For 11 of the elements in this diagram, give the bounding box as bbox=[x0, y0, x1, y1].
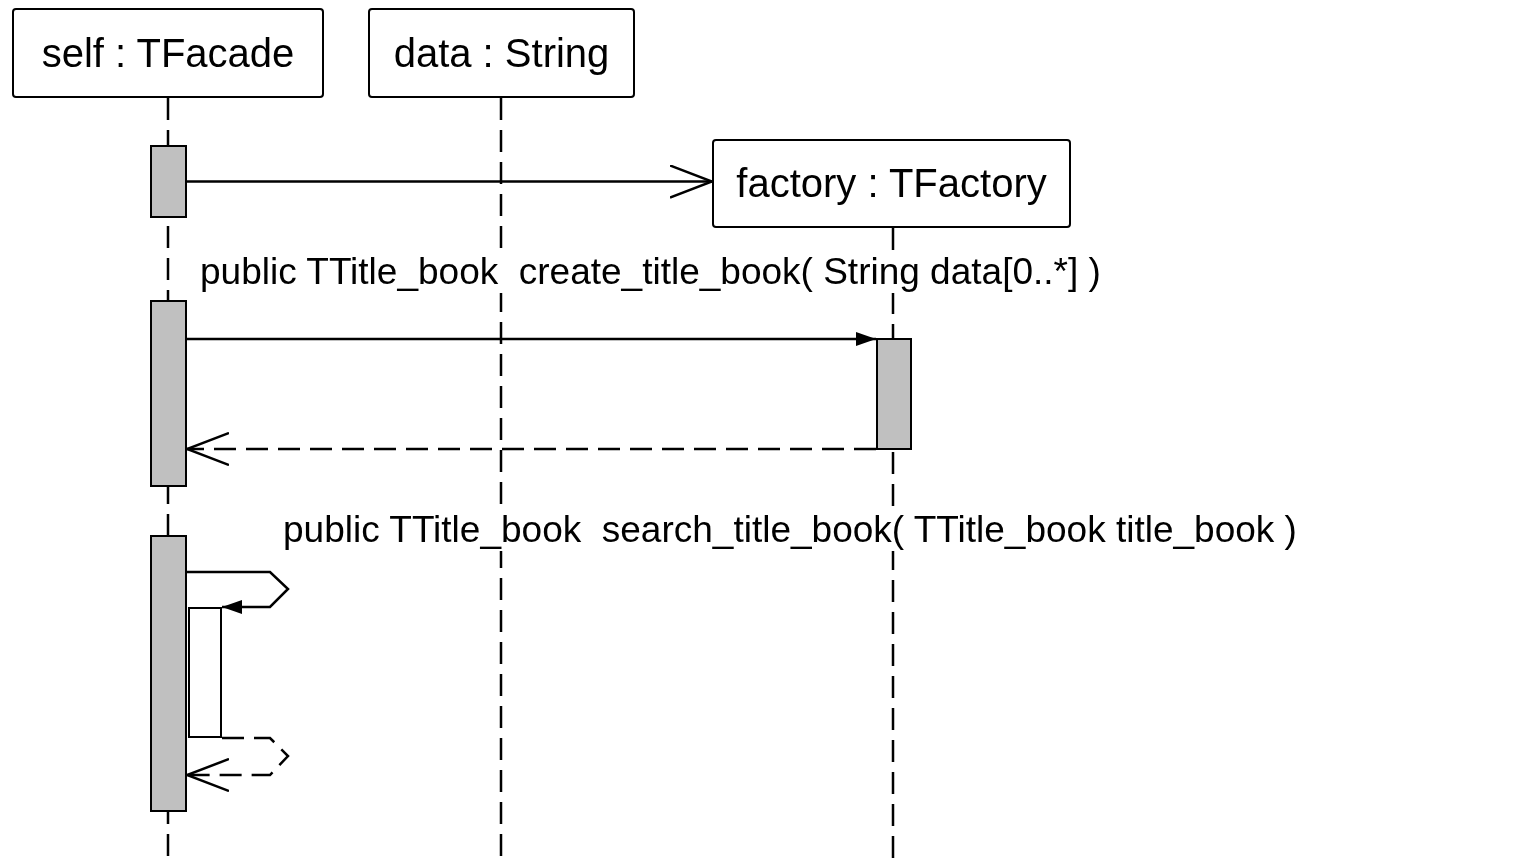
activation-bar bbox=[188, 607, 222, 738]
message-arrow bbox=[187, 332, 876, 346]
message-arrow bbox=[187, 164, 714, 199]
activation-bar bbox=[150, 300, 187, 487]
participant-box: factory : TFactory bbox=[712, 139, 1071, 228]
participant-box: data : String bbox=[368, 8, 635, 98]
activation-bar bbox=[876, 338, 912, 450]
activation-bar bbox=[150, 535, 187, 812]
activation-bar bbox=[150, 145, 187, 218]
participant-box: self : TFacade bbox=[12, 8, 324, 98]
message-arrow bbox=[187, 570, 290, 614]
